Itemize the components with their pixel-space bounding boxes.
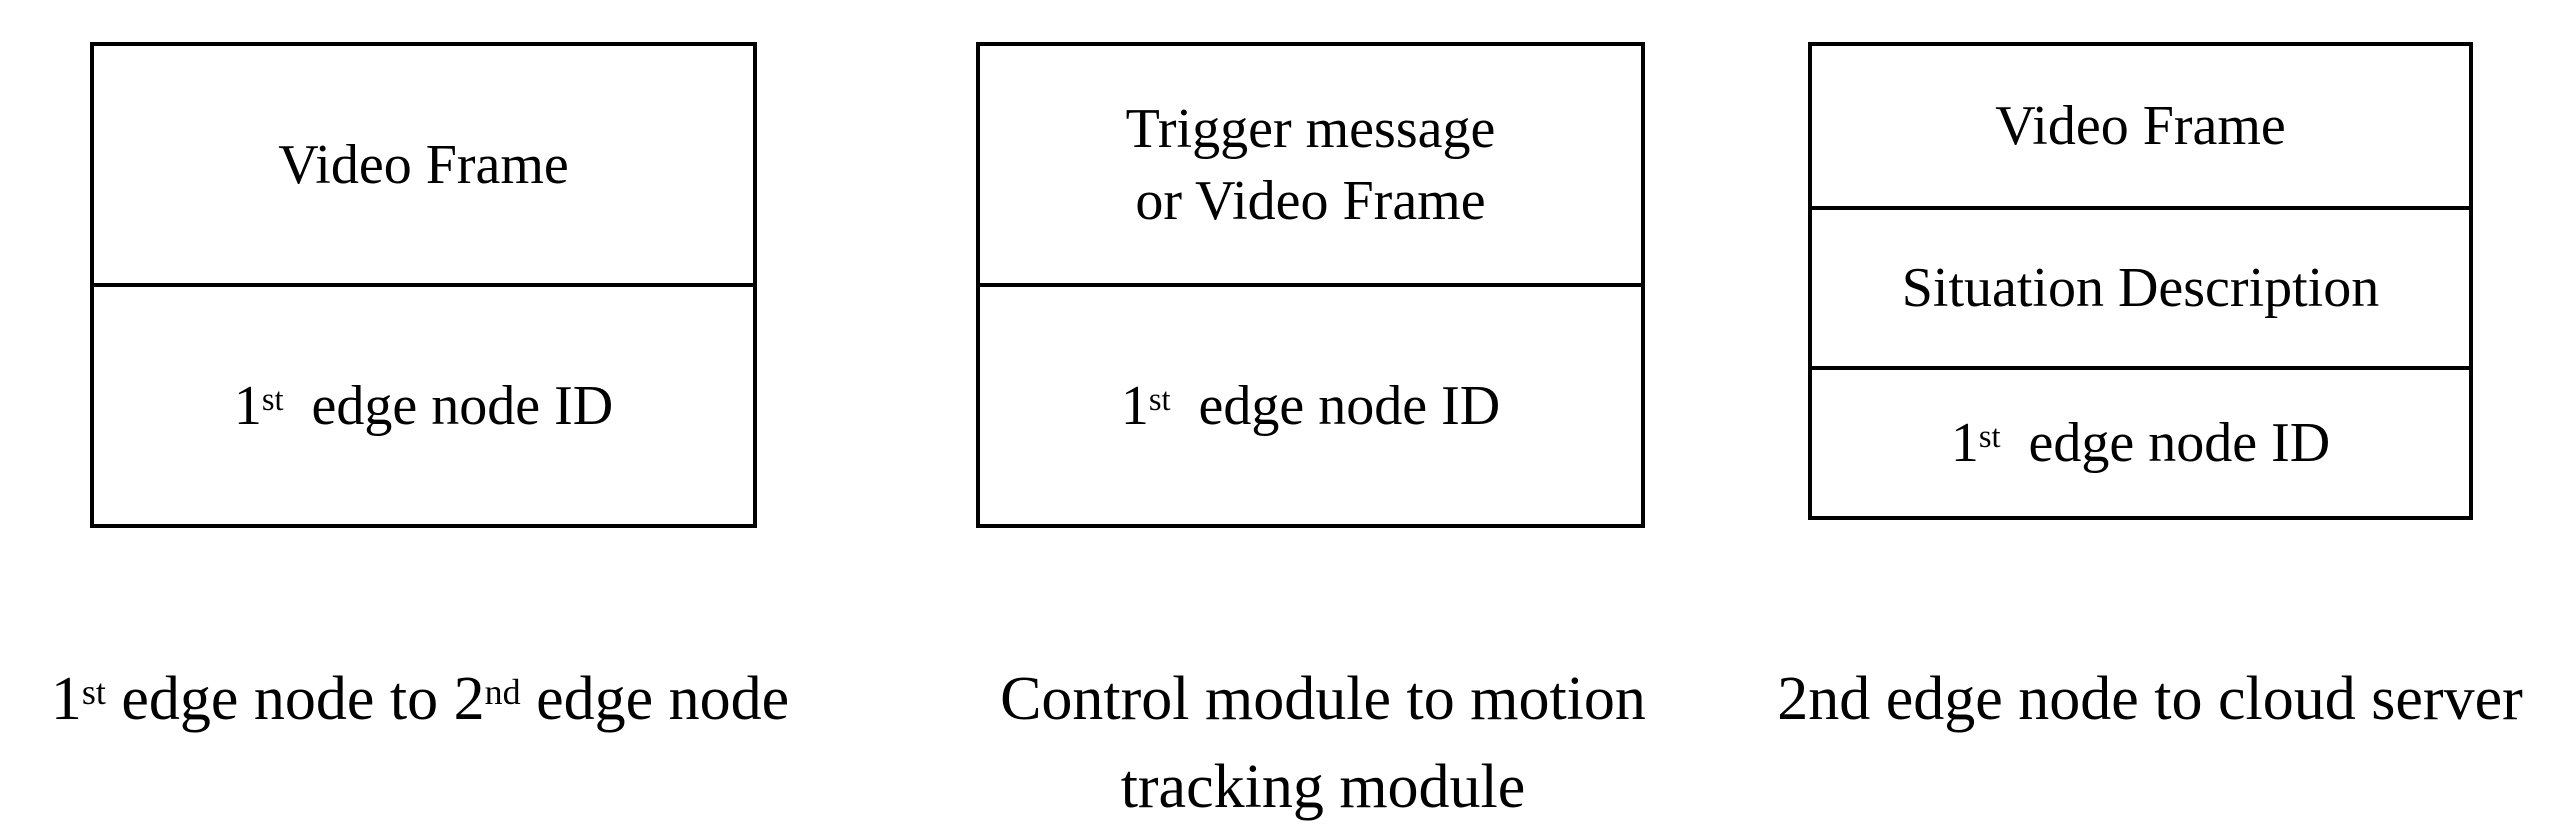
text-segment: Video Frame: [1995, 95, 2286, 158]
text-line: 1st edge node ID: [1121, 370, 1500, 442]
text-segment: Trigger message: [1125, 97, 1496, 160]
packet-field-row: 1st edge node ID: [94, 283, 753, 524]
packet-field-row: Trigger message or Video Frame: [980, 46, 1641, 283]
text-line: Video Frame: [278, 129, 569, 201]
packet-box-control-to-motion-tracking: Trigger message or Video Frame 1st edge no…: [976, 42, 1645, 528]
packet-field-row: 1st edge node ID: [980, 283, 1641, 524]
text-segment: 1: [1950, 412, 1979, 475]
text-segment: edge node: [520, 665, 790, 733]
ordinal-superscript: nd: [484, 671, 521, 712]
ordinal-superscript: st: [81, 671, 106, 712]
text-line: 2nd edge node to cloud server: [1728, 655, 2568, 743]
text-segment: edge node to 2: [105, 665, 485, 733]
text-segment: edge node ID: [1170, 374, 1501, 437]
packet-field-row: Situation Description: [1812, 206, 2469, 366]
text-segment: Control module to motion: [1000, 665, 1646, 733]
packet-box-first-to-second-edge: Video Frame 1st edge node ID: [90, 42, 757, 528]
caption-second-edge-to-cloud: 2nd edge node to cloud server: [1728, 655, 2568, 743]
text-segment: Situation Description: [1901, 257, 2380, 320]
text-segment: 1: [1120, 374, 1149, 437]
text-segment: edge node ID: [2000, 412, 2331, 475]
text-line: Control module to motion: [983, 655, 1663, 743]
caption-first-to-second-edge: 1st edge node to 2nd edge node: [0, 655, 840, 743]
text-line: tracking module: [983, 743, 1663, 831]
text-segment: edge node ID: [283, 374, 614, 437]
text-line: Trigger message: [1126, 93, 1496, 165]
text-segment: or Video Frame: [1135, 169, 1486, 232]
text-segment: 1: [233, 374, 262, 437]
text-line: Situation Description: [1902, 252, 2380, 324]
packet-field-row: Video Frame: [1812, 46, 2469, 206]
packet-field-row: 1st edge node ID: [1812, 366, 2469, 516]
text-line: 1st edge node to 2nd edge node: [0, 655, 840, 743]
ordinal-superscript: st: [1978, 419, 2001, 456]
text-segment: tracking module: [1120, 753, 1526, 821]
text-line: 1st edge node ID: [1951, 407, 2330, 479]
text-segment: 1: [50, 665, 82, 733]
caption-control-to-motion-tracking: Control module to motion tracking module: [983, 655, 1663, 831]
text-segment: Video Frame: [278, 133, 569, 196]
text-segment: 2nd edge node to cloud server: [1777, 665, 2523, 733]
text-line: or Video Frame: [1135, 165, 1485, 237]
ordinal-superscript: st: [261, 381, 284, 418]
text-line: 1st edge node ID: [234, 370, 613, 442]
ordinal-superscript: st: [1148, 381, 1171, 418]
text-line: Video Frame: [1995, 90, 2286, 162]
packet-field-row: Video Frame: [94, 46, 753, 283]
